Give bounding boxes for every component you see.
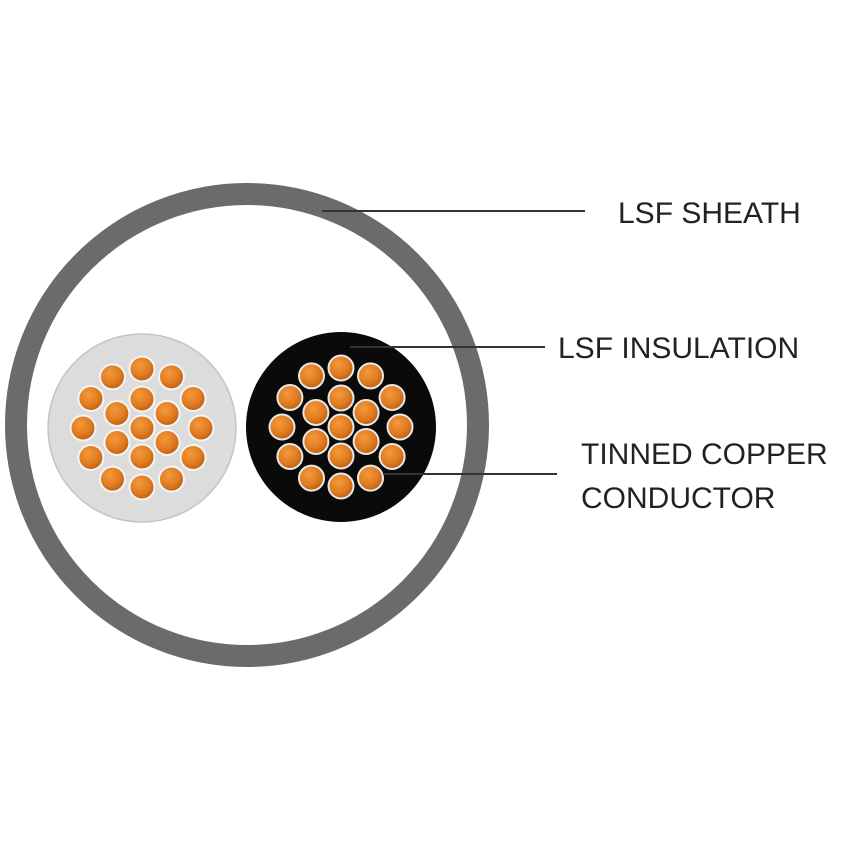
core-right-strand: [378, 384, 406, 411]
core-right-strand: [276, 443, 304, 470]
sheath-label: LSF SHEATH: [618, 197, 801, 230]
core-left-strand: [187, 414, 215, 442]
core-left-strand: [158, 363, 185, 391]
core-right-strand: [268, 413, 296, 441]
core-right-strand: [357, 464, 384, 492]
core-left-strand: [99, 363, 126, 391]
core-left-strand: [128, 414, 156, 442]
insulation-label: LSF INSULATION: [558, 332, 799, 365]
core-left-strands: [69, 355, 215, 501]
core-right-strands: [268, 354, 414, 500]
core-right-strand: [298, 362, 325, 390]
core-left-strand: [153, 400, 181, 427]
core-left-strand: [99, 465, 126, 493]
core-left-strand: [128, 443, 156, 471]
core-right-strand: [276, 384, 304, 411]
core-left-strand: [77, 444, 105, 471]
conductor-label-line1: TINNED COPPER: [581, 438, 828, 471]
core-left-strand: [69, 414, 97, 442]
conductor-label-line2: CONDUCTOR: [581, 482, 775, 515]
core-right-strand: [327, 384, 355, 412]
core-left-strand: [179, 385, 207, 412]
core-right-strand: [378, 443, 406, 470]
core-right-strand: [327, 442, 355, 470]
core-right-strand: [302, 428, 330, 455]
core-left-strand: [128, 473, 156, 501]
core-right-strand: [327, 354, 355, 382]
core-left-strand: [179, 444, 207, 471]
core-right-strand: [327, 472, 355, 500]
core-right-strand: [352, 428, 380, 455]
core-left-strand: [128, 385, 156, 413]
core-right-strand: [298, 464, 325, 492]
core-right-strand: [327, 413, 355, 441]
core-left-strand: [128, 355, 156, 383]
core-left-strand: [153, 429, 181, 456]
core-left-strand: [103, 400, 131, 427]
core-left-strand: [158, 465, 185, 493]
core-right-strand: [357, 362, 384, 390]
core-right-strand: [302, 399, 330, 426]
core-right-strand: [386, 413, 414, 441]
core-left-strand: [103, 429, 131, 456]
core-right-strand: [352, 399, 380, 426]
core-left-strand: [77, 385, 105, 412]
